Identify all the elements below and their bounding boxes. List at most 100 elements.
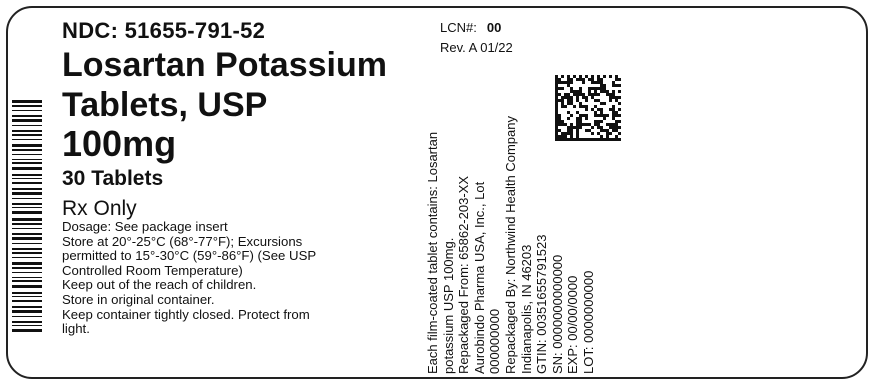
matrix-cell	[618, 114, 621, 117]
matrix-cell	[612, 129, 615, 132]
matrix-cell	[585, 123, 588, 126]
matrix-cell	[576, 138, 579, 141]
matrix-cell	[576, 120, 579, 123]
matrix-cell	[591, 78, 594, 81]
matrix-cell	[567, 96, 570, 99]
matrix-cell	[612, 84, 615, 87]
matrix-cell	[609, 132, 612, 135]
matrix-cell	[558, 78, 561, 81]
matrix-cell	[588, 123, 591, 126]
matrix-cell	[570, 138, 573, 141]
matrix-cell	[579, 87, 582, 90]
barcode-bar	[12, 174, 42, 176]
matrix-cell	[597, 108, 600, 111]
matrix-cell	[567, 84, 570, 87]
matrix-cell	[567, 117, 570, 120]
matrix-cell	[576, 123, 579, 126]
matrix-cell	[594, 105, 597, 108]
barcode-bar	[12, 211, 42, 214]
matrix-cell	[576, 126, 579, 129]
matrix-cell	[567, 102, 570, 105]
matrix-cell	[612, 126, 615, 129]
lcn-label: LCN#:	[440, 20, 477, 35]
matrix-cell	[594, 138, 597, 141]
matrix-cell	[600, 102, 603, 105]
matrix-cell	[612, 123, 615, 126]
matrix-cell	[561, 120, 564, 123]
matrix-cell	[558, 135, 561, 138]
matrix-cell	[570, 81, 573, 84]
matrix-cell	[555, 81, 558, 84]
matrix-cell	[609, 123, 612, 126]
matrix-cell	[609, 96, 612, 99]
matrix-cell	[612, 105, 615, 108]
info-line: Store at 20°-25°C (68°-77°F); Excursions	[62, 233, 303, 249]
matrix-cell	[609, 99, 612, 102]
barcode-bar	[12, 144, 42, 147]
lcn-value: 00	[486, 20, 502, 35]
matrix-cell	[570, 78, 573, 81]
barcode-bar	[12, 125, 42, 126]
matrix-cell	[615, 96, 618, 99]
matrix-cell	[555, 96, 558, 99]
matrix-cell	[603, 87, 606, 90]
barcode-bar	[12, 149, 42, 151]
matrix-cell	[555, 87, 558, 90]
lcn-line: LCN#: 00	[440, 18, 513, 38]
matrix-cell	[597, 132, 600, 135]
matrix-cell	[615, 84, 618, 87]
matrix-cell	[558, 99, 561, 102]
matrix-cell	[573, 138, 576, 141]
datamatrix-code	[555, 75, 621, 141]
matrix-cell	[564, 123, 567, 126]
barcode-bar	[12, 243, 42, 244]
matrix-cell	[606, 114, 609, 117]
matrix-cell	[558, 129, 561, 132]
matrix-cell	[561, 102, 564, 105]
matrix-cell	[570, 135, 573, 138]
matrix-cell	[576, 93, 579, 96]
barcode-bar	[12, 262, 42, 265]
matrix-cell	[570, 126, 573, 129]
info-line: Store in original container.	[62, 291, 215, 307]
matrix-cell	[612, 108, 615, 111]
barcode-bar	[12, 233, 42, 235]
matrix-cell	[609, 126, 612, 129]
matrix-cell	[558, 120, 561, 123]
matrix-cell	[555, 78, 558, 81]
matrix-cell	[609, 138, 612, 141]
matrix-cell	[594, 111, 597, 114]
matrix-cell	[555, 90, 558, 93]
matrix-cell	[576, 135, 579, 138]
matrix-cell	[564, 105, 567, 108]
barcode-bar	[12, 162, 42, 164]
side-line: EXP: 00/00/0000	[565, 275, 581, 374]
matrix-cell	[555, 84, 558, 87]
matrix-cell	[579, 105, 582, 108]
matrix-cell	[564, 81, 567, 84]
matrix-cell	[612, 96, 615, 99]
matrix-cell	[597, 78, 600, 81]
drug-label	[6, 6, 868, 379]
matrix-cell	[591, 75, 594, 78]
barcode-bar	[12, 248, 42, 250]
drug-name-line2: Tablets, USP	[62, 86, 268, 124]
matrix-cell	[576, 96, 579, 99]
matrix-cell	[597, 120, 600, 123]
info-line: Keep out of the reach of children.	[62, 277, 257, 293]
matrix-cell	[579, 93, 582, 96]
matrix-cell	[615, 123, 618, 126]
matrix-cell	[597, 99, 600, 102]
matrix-cell	[555, 123, 558, 126]
matrix-cell	[591, 93, 594, 96]
matrix-cell	[585, 96, 588, 99]
matrix-cell	[585, 129, 588, 132]
matrix-cell	[618, 120, 621, 123]
matrix-cell	[567, 78, 570, 81]
barcode-bar	[12, 280, 42, 282]
matrix-cell	[591, 132, 594, 135]
barcode-bar	[12, 207, 42, 208]
matrix-cell	[603, 129, 606, 132]
matrix-cell	[555, 111, 558, 114]
matrix-cell	[579, 75, 582, 78]
